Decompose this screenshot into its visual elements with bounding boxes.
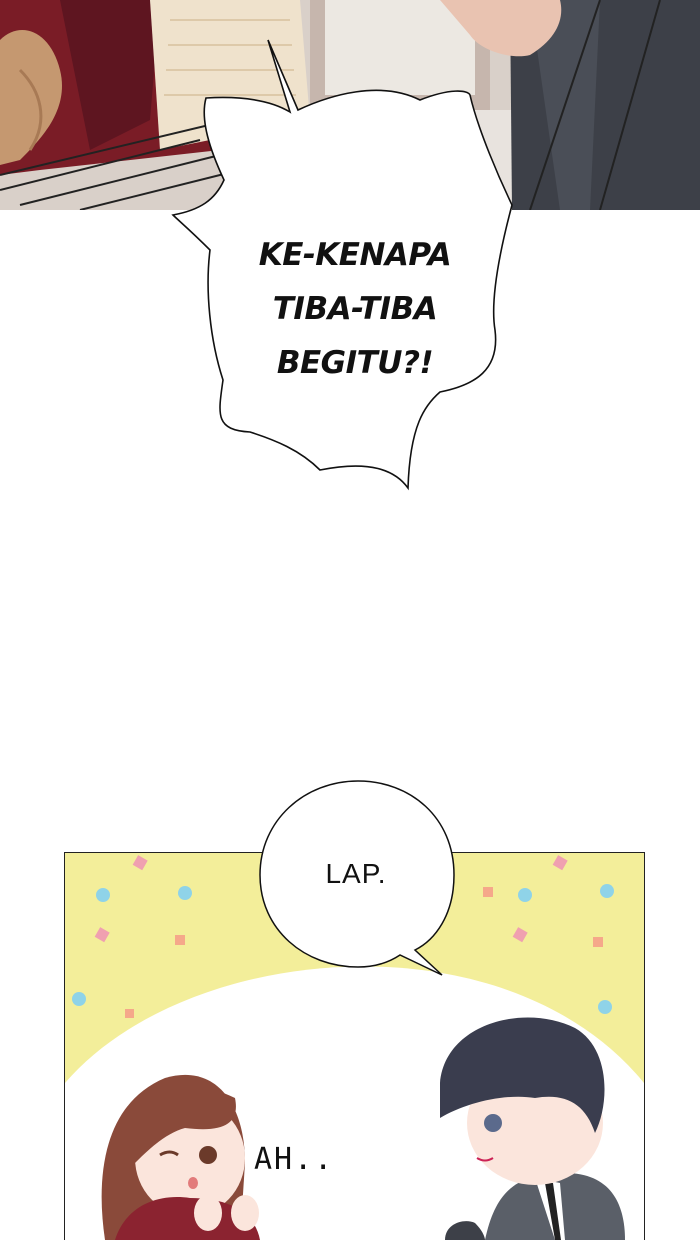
boy-figure: [440, 1017, 625, 1240]
shout-line-2: TIBA-TIBA: [272, 291, 438, 327]
speech-bubble-text: LAP.: [325, 858, 387, 889]
shout-bubble-text: KE-KENAPA TIBA-TIBA BEGITU?!: [240, 228, 470, 390]
bottom-panel-art: [65, 853, 644, 1240]
girl-figure: [101, 1074, 260, 1240]
speech-bubble: [259, 780, 455, 976]
sound-effect-text: AH..: [254, 1142, 335, 1177]
shout-line-1: KE-KENAPA: [258, 237, 452, 273]
shout-line-3: BEGITU?!: [276, 345, 434, 381]
shout-bubble: [171, 39, 513, 491]
